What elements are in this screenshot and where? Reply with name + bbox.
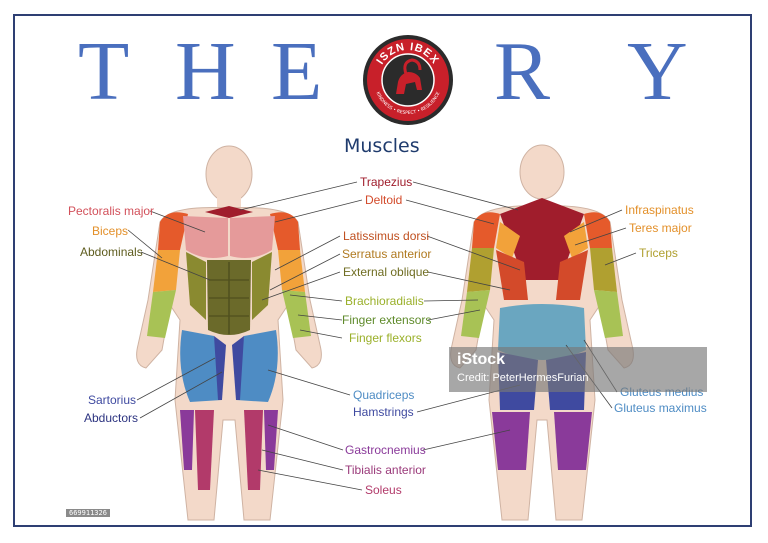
biceps-left xyxy=(153,250,180,292)
title-letter-r: R xyxy=(494,25,551,118)
back-figure xyxy=(450,144,634,521)
label-gluteus-maximus: Gluteus maximus xyxy=(614,401,707,415)
stock-image-id: 669911326 xyxy=(66,509,110,517)
istock-watermark: iStock Credit: PeterHermesFurian xyxy=(449,347,707,392)
title-letter-e: E xyxy=(271,25,323,118)
label-soleus: Soleus xyxy=(365,483,402,497)
iszn-ibex-logo: ISZN IBEX KINDNESS • RESPECT • RESILIENC… xyxy=(363,35,453,125)
back-deltoid-left xyxy=(472,212,500,248)
label-abductors: Abductors xyxy=(84,411,139,425)
back-forearm-right xyxy=(594,290,623,338)
page-subtitle: Muscles xyxy=(344,135,420,157)
back-deltoid-right xyxy=(584,212,612,248)
watermark-credit: Credit: PeterHermesFurian xyxy=(457,372,589,384)
biceps-right xyxy=(278,250,305,292)
triceps-right xyxy=(590,248,617,292)
label-teres-major: Teres major xyxy=(629,221,692,235)
title-letter-h: H xyxy=(175,25,236,118)
label-triceps: Triceps xyxy=(639,246,678,260)
leader-lines xyxy=(127,181,637,491)
oblique-left xyxy=(186,252,206,320)
label-brachioradialis: Brachioradialis xyxy=(345,294,424,308)
label-external-oblique: External oblique xyxy=(343,265,430,279)
back-forearm-left xyxy=(461,290,490,338)
gastrocnemius-right xyxy=(264,410,278,470)
pectoralis-left xyxy=(183,216,228,258)
label-finger-flexors: Finger flexors xyxy=(349,331,422,345)
label-gastrocnemius: Gastrocnemius xyxy=(345,443,426,457)
gastrocnemius-left xyxy=(180,410,194,470)
sartorius-right xyxy=(232,336,244,400)
label-quadriceps: Quadriceps xyxy=(353,388,415,402)
label-serratus-anterior: Serratus anterior xyxy=(342,247,432,261)
forearm-right xyxy=(282,290,311,338)
label-deltoid: Deltoid xyxy=(365,193,403,207)
quadriceps-left xyxy=(180,330,222,402)
label-abdominals: Abdominals xyxy=(80,245,143,259)
label-infraspinatus: Infraspinatus xyxy=(625,203,694,217)
latissimus-right xyxy=(556,250,588,300)
triceps-left xyxy=(467,248,494,292)
front-deltoid-left xyxy=(158,212,188,250)
quadriceps-right xyxy=(236,330,278,402)
label-sartorius: Sartorius xyxy=(88,393,137,407)
back-gastrocnemius-right xyxy=(554,412,592,470)
front-trapezius xyxy=(205,206,253,218)
pectoralis-right xyxy=(230,216,275,258)
infraspinatus-left xyxy=(496,222,520,258)
label-tibialis-anterior: Tibialis anterior xyxy=(345,463,426,477)
oblique-right xyxy=(252,252,272,320)
label-pectoralis-major: Pectoralis major xyxy=(68,204,155,218)
label-finger-extensors: Finger extensors xyxy=(342,313,432,327)
watermark-brand: iStock xyxy=(457,351,506,368)
gluteus-maximus xyxy=(498,304,586,360)
back-trapezius xyxy=(500,198,584,280)
back-gastrocnemius-left xyxy=(492,412,530,470)
sartorius-left xyxy=(214,336,226,400)
infraspinatus-right xyxy=(564,222,588,258)
label-latissimus-dorsi: Latissimus dorsi xyxy=(343,229,430,243)
label-biceps: Biceps xyxy=(92,224,129,238)
tibialis-left xyxy=(195,410,214,490)
title-letter-y: Y xyxy=(627,25,688,118)
label-hamstrings: Hamstrings xyxy=(353,405,414,419)
latissimus-left xyxy=(496,250,528,300)
ibex-icon xyxy=(396,58,422,94)
front-figure xyxy=(136,145,322,521)
label-trapezius: Trapezius xyxy=(360,175,413,189)
forearm-left xyxy=(147,290,176,338)
title-letter-t: T xyxy=(78,25,130,118)
